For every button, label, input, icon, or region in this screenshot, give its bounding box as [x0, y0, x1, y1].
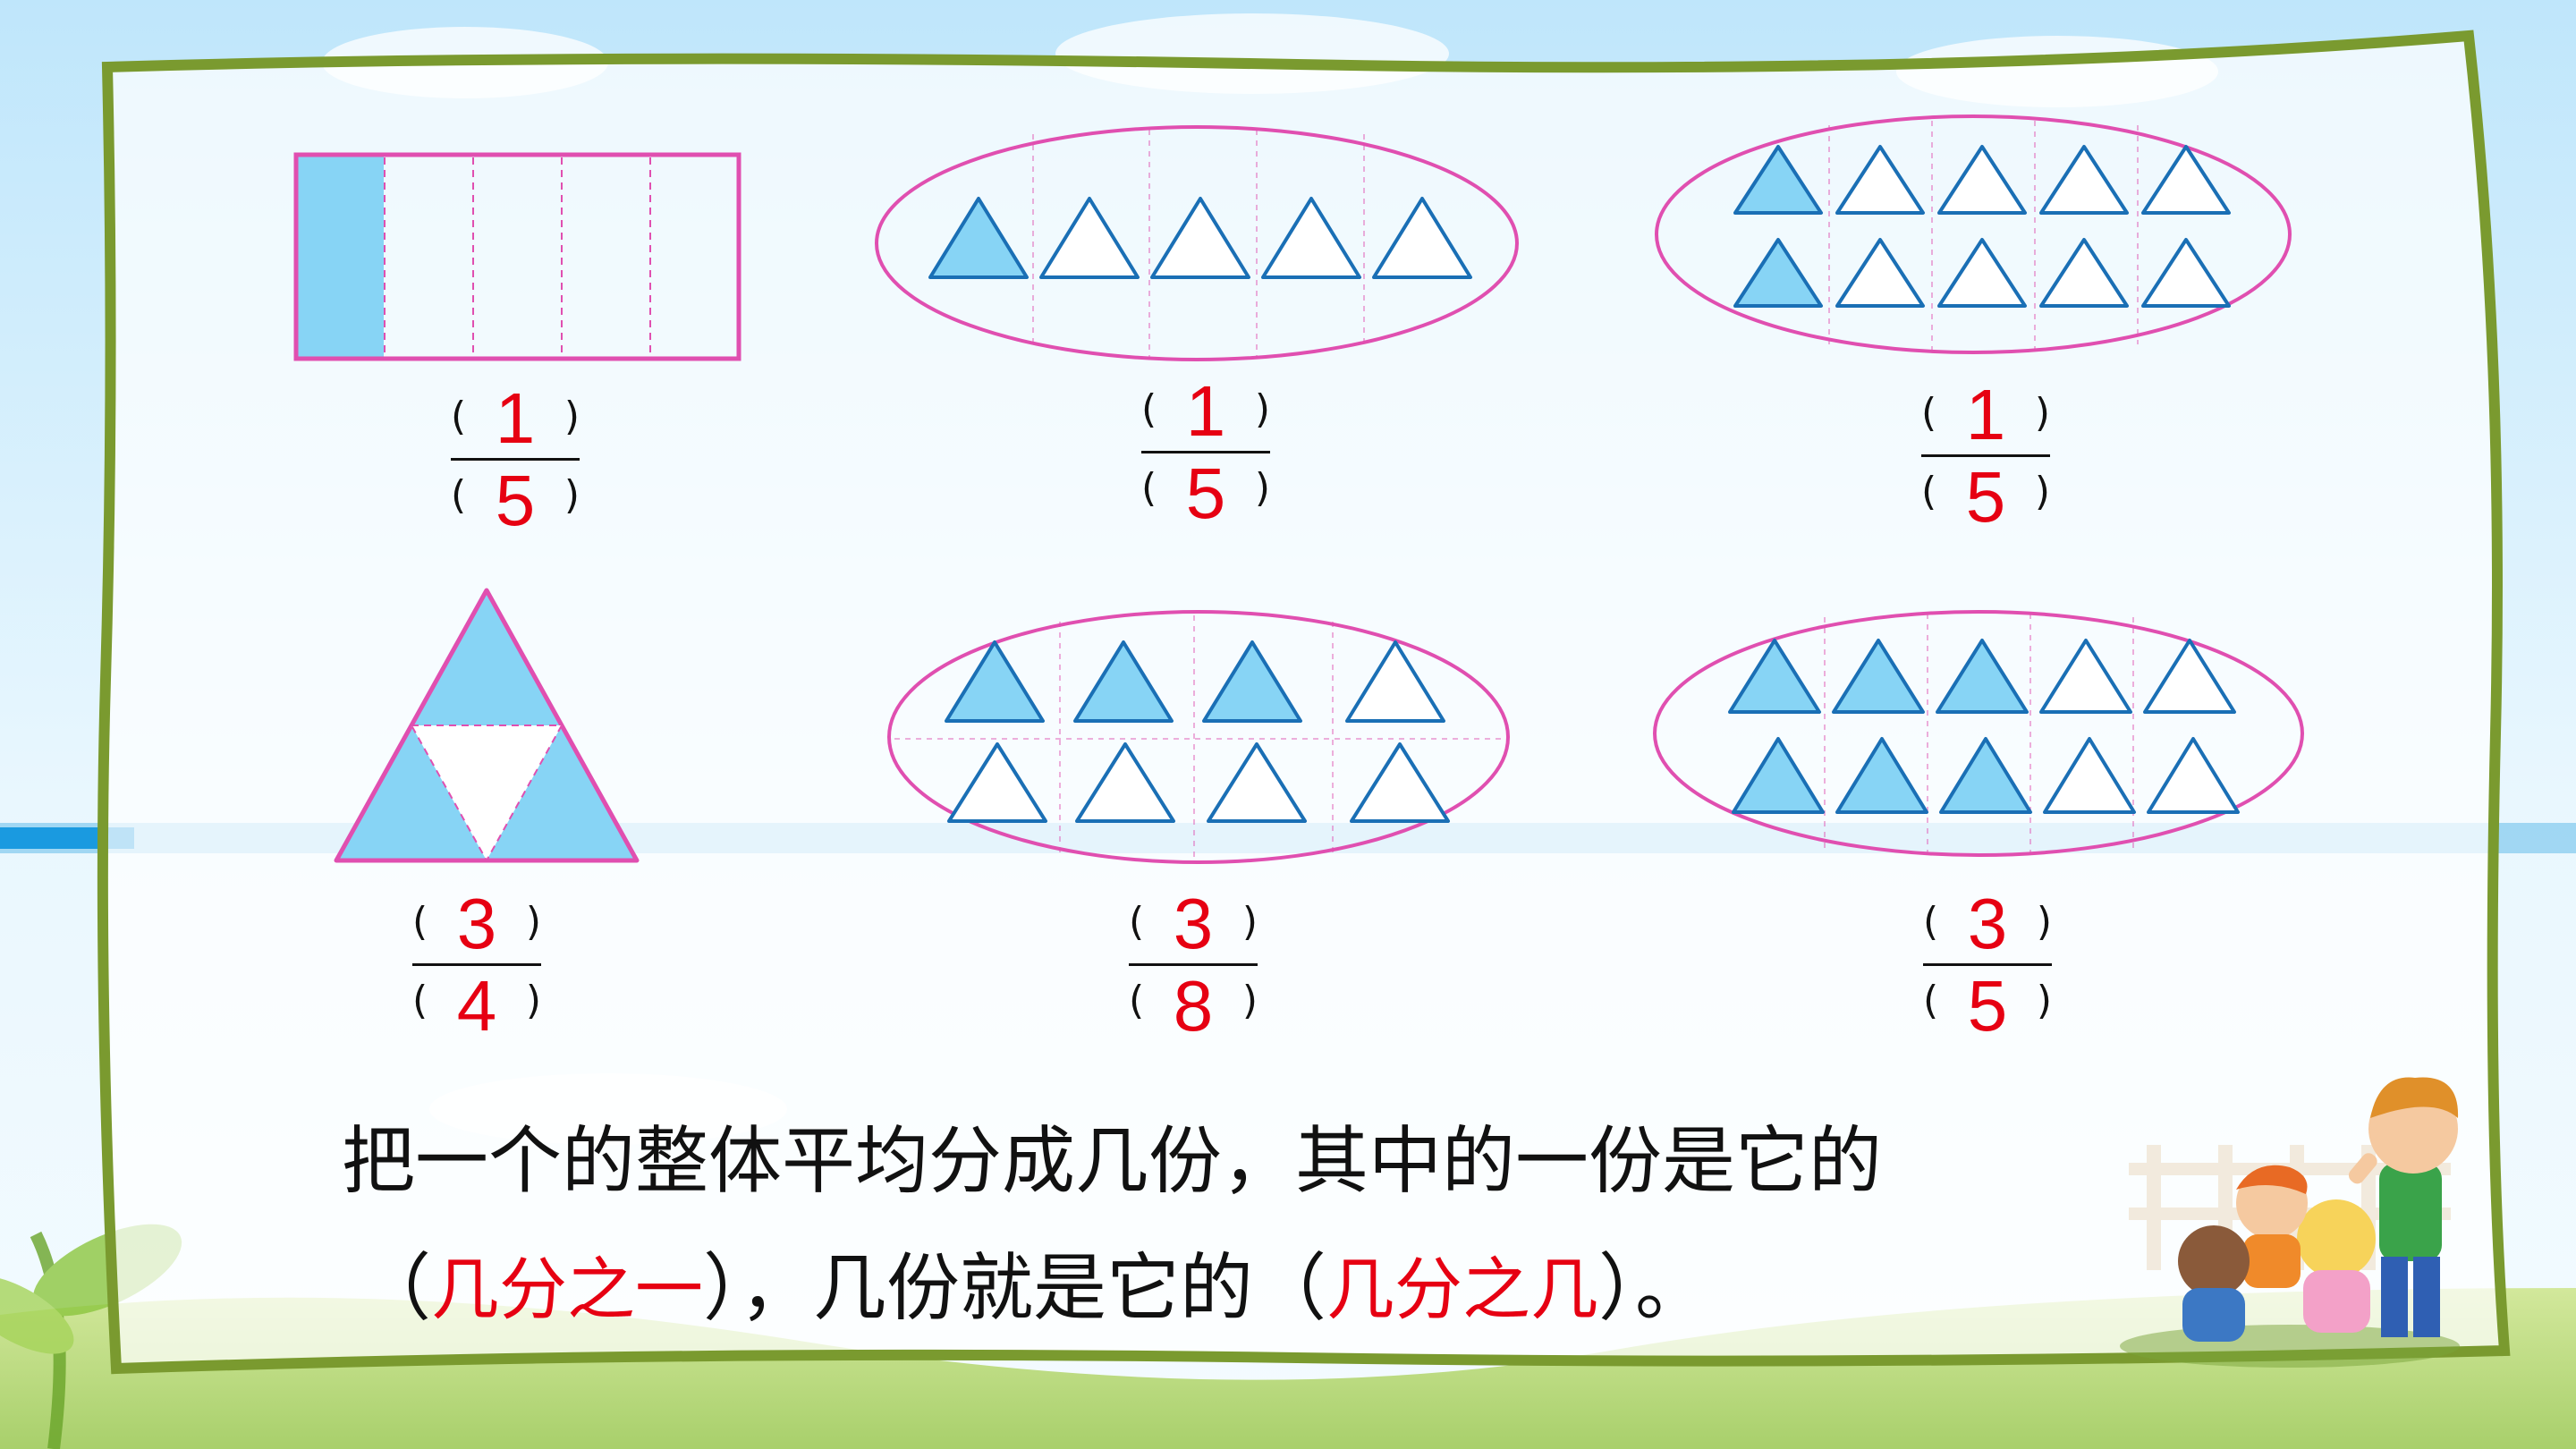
denominator: 8: [1173, 966, 1214, 1046]
paren-open: (: [1129, 978, 1145, 1023]
answer-1: 几分之一: [431, 1250, 704, 1329]
summary-mid: ），几份就是它的（: [703, 1246, 1327, 1331]
children-illustration: [2120, 1077, 2460, 1368]
denominator: 5: [1185, 453, 1226, 533]
paren-close: ): [525, 899, 541, 945]
fraction-bar: [1141, 451, 1270, 453]
paren-close: ): [2034, 390, 2050, 436]
denominator: 4: [456, 966, 497, 1046]
paren-open: (: [1129, 899, 1145, 945]
fraction-5: ( ) 3 ( ) 8: [1104, 881, 1283, 1042]
fraction-6: ( ) 3 ( ) 5: [1898, 881, 2077, 1042]
numerator: 1: [1965, 375, 2006, 454]
fraction-3: ( ) 1 ( ) 5: [1896, 372, 2075, 533]
fraction-bar: [1129, 963, 1258, 966]
summary-line-2: （几分之一），几份就是它的（几分之几）。: [358, 1252, 1708, 1326]
paren-open: (: [451, 472, 467, 518]
triangle-group-ten-shaded: [1653, 610, 2304, 857]
paren-open: (: [1921, 390, 1937, 436]
rectangle-fifths: [293, 152, 741, 361]
denominator: 5: [1967, 966, 2008, 1046]
summary-line-1: 把一个的整体平均分成几份，其中的一份是它的: [342, 1125, 1882, 1199]
numerator: 1: [1185, 371, 1226, 451]
triangle-group-eight: [887, 610, 1510, 864]
paren-close: ): [525, 978, 541, 1023]
big-triangle-quarters: [334, 588, 640, 863]
numerator: 3: [1173, 884, 1214, 963]
paren-close: ): [564, 394, 580, 439]
paren-open: (: [1923, 978, 1939, 1023]
paren-open: (: [1141, 465, 1157, 511]
denominator: 5: [1965, 457, 2006, 537]
summary-open: （: [358, 1246, 432, 1331]
triangle-group-five: [875, 125, 1519, 361]
fraction-1: ( ) 1 ( ) 5: [426, 376, 605, 537]
paren-open: (: [1921, 469, 1937, 514]
fraction-bar: [412, 963, 541, 966]
answer-2: 几分之几: [1326, 1250, 1599, 1329]
denominator: 5: [495, 461, 536, 540]
paren-close: ): [1241, 978, 1258, 1023]
paren-close: ): [1254, 465, 1270, 511]
paren-open: (: [1923, 899, 1939, 945]
fraction-bar: [451, 458, 580, 461]
paren-close: ): [2036, 978, 2052, 1023]
fraction-2: ( ) 1 ( ) 5: [1116, 369, 1295, 530]
paren-open: (: [451, 394, 467, 439]
numerator: 3: [456, 884, 497, 963]
paren-open: (: [1141, 386, 1157, 432]
fraction-bar: [1923, 963, 2052, 966]
paren-close: ): [1254, 386, 1270, 432]
summary-text: 把一个的整体平均分成几份，其中的一份是它的: [342, 1119, 1883, 1204]
triangle-group-ten: [1655, 114, 2292, 354]
paren-close: ): [2034, 469, 2050, 514]
paren-open: (: [412, 978, 428, 1023]
content-frame: [97, 30, 2511, 1375]
paren-close: ): [1241, 899, 1258, 945]
fraction-4: ( ) 3 ( ) 4: [387, 881, 566, 1042]
fraction-bar: [1921, 454, 2050, 457]
numerator: 3: [1967, 884, 2008, 963]
numerator: 1: [495, 378, 536, 458]
paren-open: (: [412, 899, 428, 945]
summary-close: ）。: [1598, 1246, 1709, 1331]
paren-close: ): [564, 472, 580, 518]
paren-close: ): [2036, 899, 2052, 945]
